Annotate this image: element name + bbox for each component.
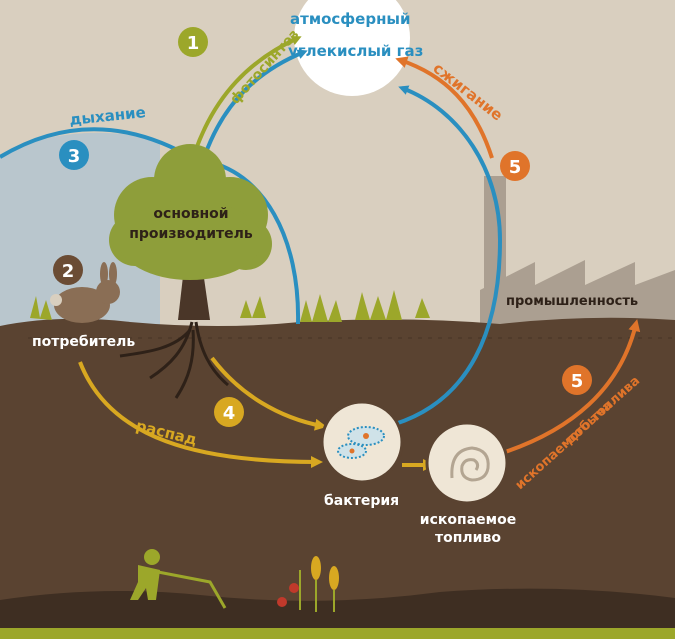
badge-3: 3 bbox=[59, 140, 89, 170]
fossil-fuel-icon bbox=[425, 421, 509, 505]
badge-1-text: 1 bbox=[187, 33, 200, 54]
extraction-arrow bbox=[504, 319, 641, 454]
badge-5-extraction: 5 bbox=[562, 365, 592, 395]
factory-silhouette bbox=[480, 176, 675, 324]
fossil-fuel-label-line1: ископаемое bbox=[419, 512, 517, 528]
badge-4: 4 bbox=[214, 397, 244, 427]
tree bbox=[109, 144, 272, 320]
atmosphere-title-line1: атмосферный bbox=[290, 10, 411, 28]
photosynthesis-blue-arrow bbox=[203, 49, 308, 156]
producer-label-line1: основной bbox=[153, 206, 229, 222]
producer-label-line2: производитель bbox=[129, 226, 253, 242]
soil bbox=[0, 317, 675, 639]
photosynthesis-arrow bbox=[193, 35, 302, 153]
badge-1: 1 bbox=[178, 27, 208, 57]
rabbit bbox=[50, 262, 120, 323]
badge-3-text: 3 bbox=[68, 146, 81, 167]
crops bbox=[277, 556, 339, 612]
bacteria-label: бактерия bbox=[324, 493, 400, 509]
badge-5b-text: 5 bbox=[571, 371, 584, 392]
combustion-arrow bbox=[395, 56, 494, 159]
decomposition-return-arrow bbox=[394, 85, 503, 426]
badge-5a-text: 5 bbox=[509, 157, 522, 178]
respiration-zone bbox=[0, 132, 160, 330]
fossil-fuel-label-line2: топливо bbox=[435, 530, 501, 546]
consumer-label: потребитель bbox=[32, 334, 136, 350]
badge-2: 2 bbox=[53, 255, 83, 285]
decay-arrow-from-producer bbox=[210, 356, 327, 431]
tree-roots bbox=[119, 321, 229, 399]
bacteria-icon bbox=[320, 400, 404, 484]
respiration-arrow bbox=[0, 127, 198, 162]
badge-2-text: 2 bbox=[62, 261, 75, 282]
industry-label: промышленность bbox=[506, 294, 639, 309]
farmer-silhouette bbox=[130, 549, 227, 609]
atmosphere-title-line2: углекислый газ bbox=[288, 42, 424, 60]
grass bbox=[30, 290, 430, 322]
badge-4-text: 4 bbox=[223, 403, 236, 424]
atmosphere-circle bbox=[294, 0, 410, 96]
decay-arrow-from-consumer bbox=[78, 361, 323, 468]
badge-5-combustion: 5 bbox=[500, 151, 530, 181]
